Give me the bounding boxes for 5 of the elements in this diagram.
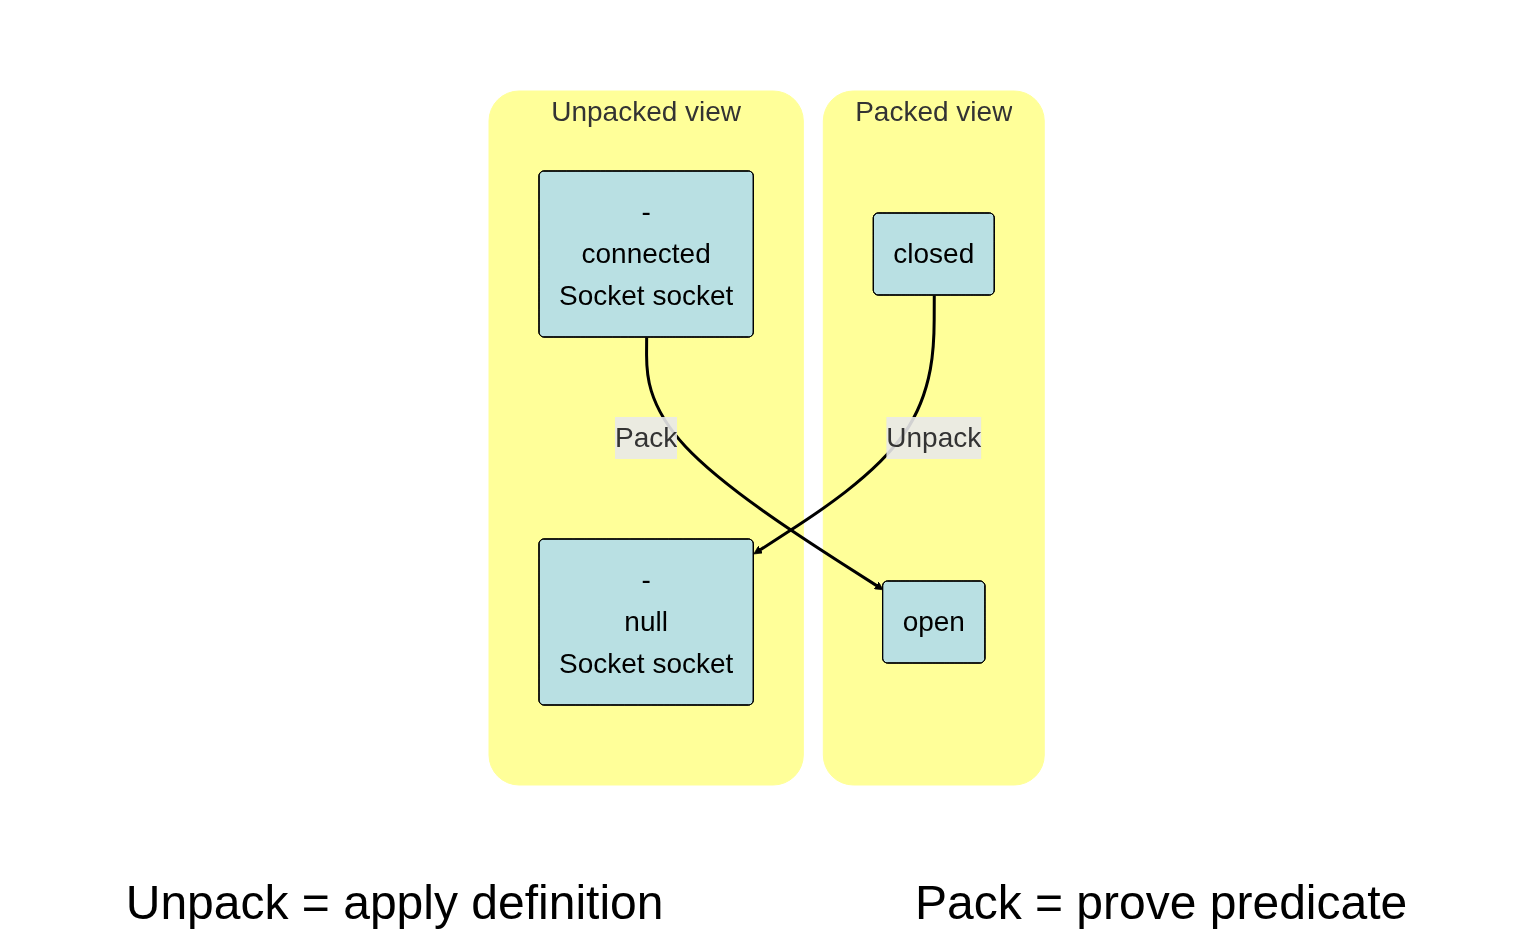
note-text: Pack = prove predicate bbox=[914, 875, 1408, 930]
note-text: Unpack = apply definition bbox=[125, 875, 664, 930]
edge-label: Pack bbox=[614, 421, 678, 453]
arrow bbox=[644, 337, 884, 590]
edge-label: Unpack bbox=[886, 421, 982, 453]
